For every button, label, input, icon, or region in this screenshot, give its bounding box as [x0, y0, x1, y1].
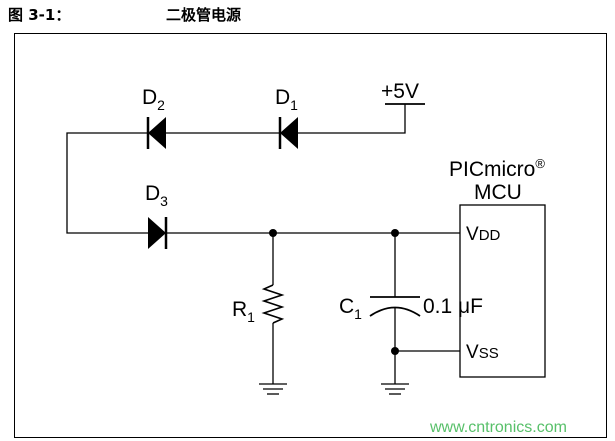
resistor-r1-zigzag — [261, 284, 285, 324]
junction-dot-resistor — [269, 229, 277, 237]
label-mcu: MCU — [474, 181, 522, 204]
figure-number: 图 3-1： — [8, 6, 71, 24]
junction-dot-capacitor — [391, 229, 399, 237]
label-d1: D1 — [275, 86, 298, 113]
label-cap-value: 0.1 μF — [423, 295, 483, 318]
label-d2: D2 — [142, 86, 165, 113]
ground-right-symbol — [381, 383, 409, 395]
watermark: www.cntronics.com — [429, 419, 567, 436]
label-mcu-name: PICmicro® — [449, 156, 545, 181]
diode-d2-symbol — [146, 117, 166, 149]
label-supply: +5V — [381, 80, 419, 103]
mcu-box — [459, 204, 546, 378]
label-d3: D3 — [145, 182, 168, 209]
label-c1: C1 — [339, 295, 362, 322]
label-vdd: VDD — [466, 224, 501, 245]
junction-dot-vss — [391, 347, 399, 355]
label-vss: VSS — [466, 342, 499, 363]
label-r1: R1 — [232, 298, 255, 325]
wire-supply-top — [66, 104, 460, 234]
diode-d1-symbol — [278, 117, 298, 149]
capacitor-plate-bottom — [369, 306, 421, 317]
figure-title: 二极管电源 — [166, 6, 242, 24]
ground-left-symbol — [259, 383, 287, 395]
diode-d3-symbol — [148, 217, 168, 249]
diagram-frame — [14, 33, 607, 438]
